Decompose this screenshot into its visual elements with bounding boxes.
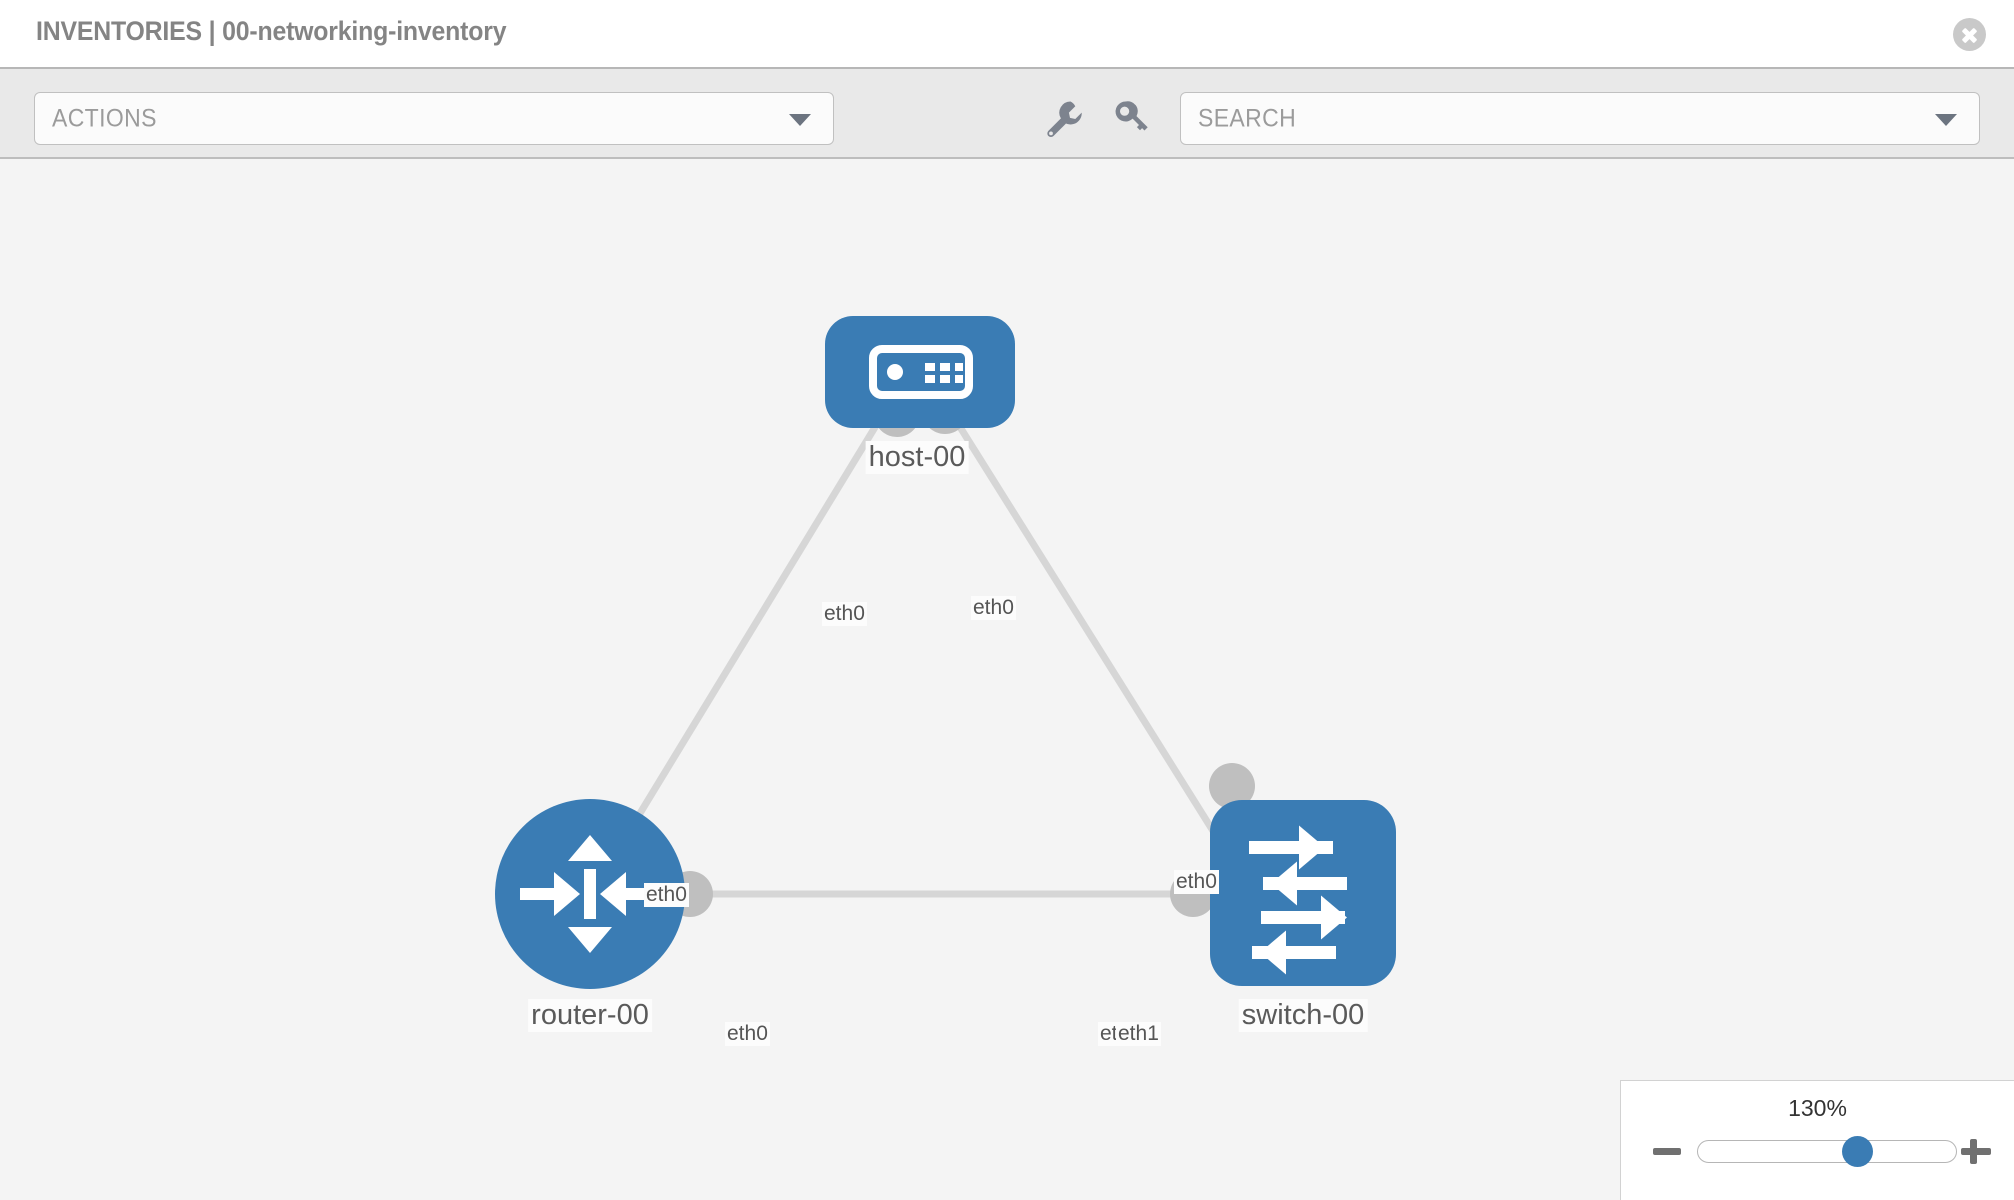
server-icon <box>869 345 973 399</box>
port-switch-north <box>1209 763 1255 809</box>
switch-arrows-icon <box>1249 825 1347 975</box>
key-icon[interactable] <box>1108 95 1152 139</box>
toolbar: ACTIONS SEARCH <box>0 69 2014 159</box>
zoom-slider-row <box>1621 1133 2014 1173</box>
plus-icon[interactable] <box>1958 1133 1994 1169</box>
interface-label: eth0 <box>1174 870 1219 894</box>
zoom-level-value: 130% <box>1788 1095 1847 1121</box>
node-label-switch-00: switch-00 <box>1238 999 1368 1032</box>
interface-label: eth0 <box>644 883 689 907</box>
topology-graph <box>495 316 1396 989</box>
interface-label: eth1 <box>1116 1022 1161 1046</box>
topology-canvas[interactable]: eth0 eth0 eth0 eth0 eth0 eth0 eth1 host-… <box>0 159 2014 1200</box>
actions-dropdown-label: ACTIONS <box>52 104 157 132</box>
interface-label: eth0 <box>971 596 1016 620</box>
close-icon[interactable] <box>1953 18 1986 51</box>
node-host-00[interactable] <box>825 316 1015 428</box>
page-header: INVENTORIES | 00-networking-inventory <box>0 0 2014 69</box>
wrench-icon[interactable] <box>1040 95 1084 139</box>
link-host-switch <box>952 417 1243 876</box>
node-switch-00[interactable] <box>1210 800 1396 986</box>
page-title: INVENTORIES | 00-networking-inventory <box>36 16 507 46</box>
zoom-slider-thumb[interactable] <box>1842 1136 1874 1167</box>
zoom-control-panel: 130% <box>1620 1080 2014 1200</box>
chevron-down-icon <box>1935 113 1957 126</box>
node-label-router-00: router-00 <box>528 999 652 1032</box>
zoom-slider[interactable] <box>1697 1136 1957 1167</box>
search-placeholder: SEARCH <box>1198 104 1297 132</box>
node-label-host-00: host-00 <box>865 441 969 474</box>
interface-label: eth0 <box>725 1022 770 1046</box>
chevron-down-icon <box>789 113 811 126</box>
link-host-router <box>597 417 883 881</box>
actions-dropdown[interactable]: ACTIONS <box>34 92 834 145</box>
minus-icon[interactable] <box>1649 1133 1685 1169</box>
interface-label: eth0 <box>822 602 867 626</box>
search-input[interactable]: SEARCH <box>1180 92 1980 145</box>
